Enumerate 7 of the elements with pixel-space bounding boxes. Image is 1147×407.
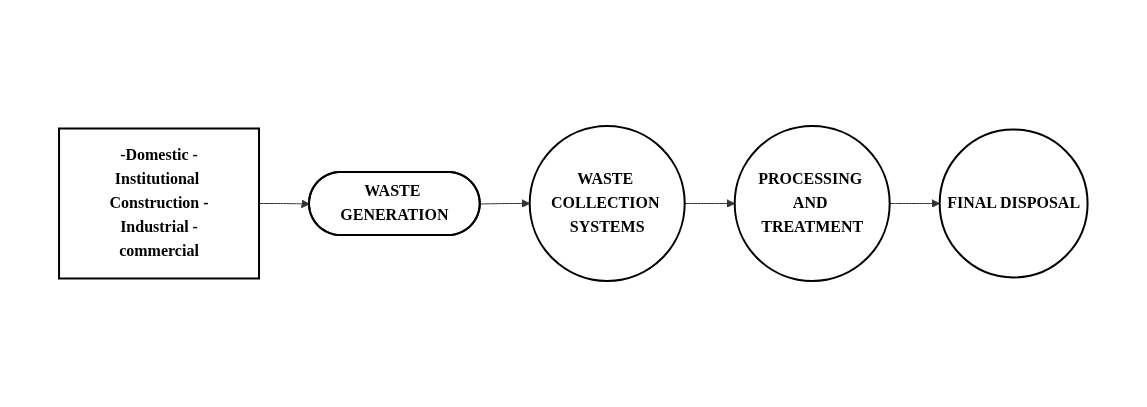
- node-box: -Domestic -Institutional Construction -Industrial -commercial: [58, 127, 261, 280]
- arrow: [684, 199, 736, 208]
- arrow: [889, 199, 941, 208]
- node-circle: PROCESSING AND TREATMENT: [733, 125, 891, 282]
- node-circle: FINAL DISPOSAL: [938, 128, 1089, 279]
- node-circle: WASTE COLLECTION SYSTEMS: [528, 125, 686, 282]
- arrow: [479, 199, 531, 208]
